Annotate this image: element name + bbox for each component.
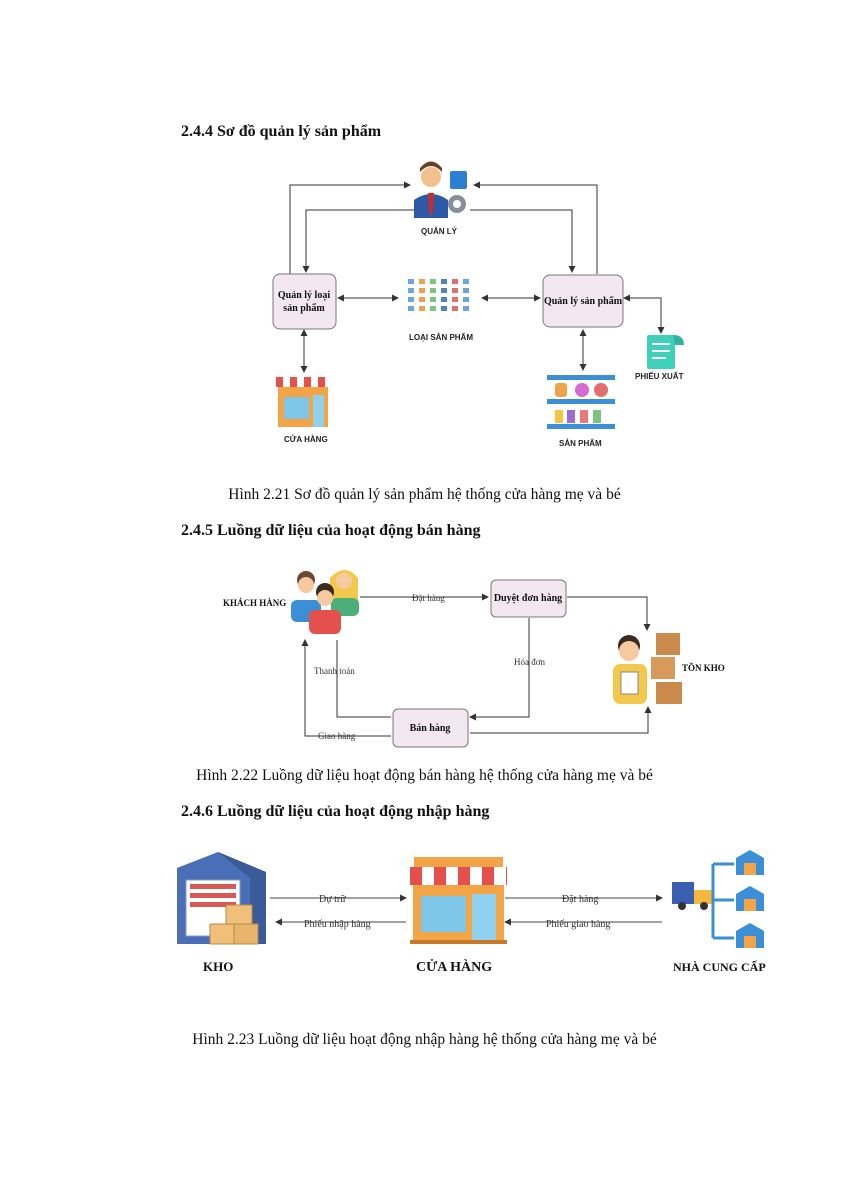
figure-caption-2-22: Hình 2.22 Luồng dữ liệu hoạt động bán hà… [196,767,653,784]
store-label-large: CỬA HÀNG [416,958,492,975]
products-label: SẢN PHẨM [559,439,602,448]
order-review-box [490,579,567,618]
warehouse-icon [177,852,266,945]
customers-icon [291,570,359,634]
category-management-box [272,273,337,330]
sales-label: Bán hàng [410,723,451,734]
store-icon [276,377,330,427]
sales-box [392,708,469,748]
figure-2-22: KHÁCH HÀNG Đặt hàng Duyệt đơn hàng Hóa đ… [223,570,725,748]
product-box-label: Quản lý sản phẩm [544,296,623,307]
edge-import-slip-label: Phiếu nhập hàng [304,919,371,930]
edge-delivery-slip-label: Phiếu giao hàng [546,919,610,930]
product-categories-label: LOẠI SẢN PHẨM [409,333,473,342]
section-heading-2-4-6: 2.4.6 Luồng dữ liệu của hoạt động nhập h… [181,803,490,820]
products-icon [547,375,615,429]
section-heading-2-4-4: 2.4.4 Sơ đồ quản lý sản phẩm [181,123,382,140]
store-label: CỬA HÀNG [284,435,328,444]
category-box-line-2: sản phẩm [283,303,325,314]
stock-label: TỒN KHO [682,663,725,673]
supplier-label: NHÀ CUNG CẤP [673,959,766,974]
warehouse-label: KHO [203,959,233,974]
section-heading-2-4-5: 2.4.5 Luồng dữ liệu của hoạt động bán hà… [181,522,481,539]
edge-delivery-label: Giao hàng [318,731,356,741]
figure-2-23: Dự trữ Phiếu nhập hàng Đặt hàng Phiếu gi… [177,850,766,975]
stock-icon [613,633,682,704]
store-icon-large [410,857,507,944]
customers-label: KHÁCH HÀNG [223,598,286,608]
export-slip-icon [647,335,684,369]
product-management-box [542,274,624,328]
manager-label: QUẢN LÝ [421,227,458,236]
edge-order-label: Đặt hàng [562,894,598,905]
figure-2-21: QUẢN LÝ Quản lý loại sản phẩm LOẠI SẢN P… [272,161,684,448]
edge-payment-label: Thanh toán [314,666,355,676]
category-box-line-1: Quản lý loại [278,290,330,301]
export-slip-label: PHIẾU XUẤT [635,371,684,381]
figure-caption-2-23: Hình 2.23 Luồng dữ liệu hoạt động nhập h… [192,1031,657,1048]
edge-invoice-label: Hóa đơn [514,657,546,667]
figure-caption-2-21: Hình 2.21 Sơ đồ quản lý sản phẩm hệ thốn… [228,486,621,503]
supplier-icon [672,850,764,948]
order-review-label: Duyệt đơn hàng [494,593,562,604]
edge-reserve-label: Dự trữ [319,894,346,905]
product-categories-icon [408,279,469,311]
manager-icon [414,161,467,218]
edge-order-label: Đặt hàng [412,593,445,603]
